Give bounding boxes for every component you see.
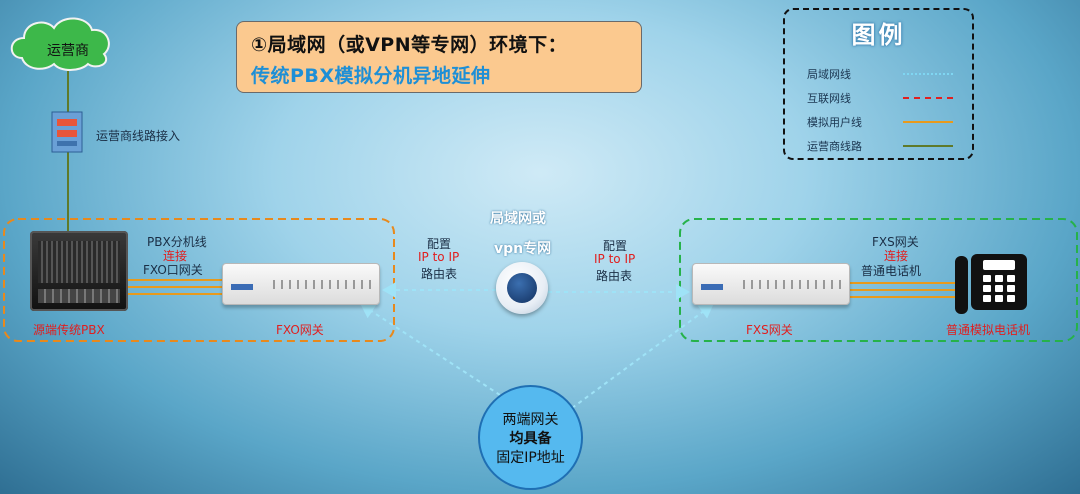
left-config-line1: 配置 bbox=[427, 237, 452, 251]
left-link-line3: FXO口网关 bbox=[143, 263, 203, 277]
cloud-icon bbox=[10, 17, 110, 71]
pbx-label: 源端传统PBX bbox=[33, 323, 105, 337]
right-link-line2: 连接 bbox=[884, 249, 909, 263]
legend: 图例 局域网线 互联网线 模拟用户线 运营商线路 bbox=[783, 8, 974, 160]
right-config-line1: 配置 bbox=[603, 239, 628, 253]
right-link-line1: FXS网关 bbox=[872, 235, 919, 249]
globe-icon bbox=[496, 262, 548, 314]
left-link-line2: 连接 bbox=[163, 249, 188, 263]
left-link-line1: PBX分机线 bbox=[147, 235, 207, 249]
legend-label-internet: 互联网线 bbox=[807, 92, 851, 105]
fxs-gateway-icon bbox=[692, 263, 850, 305]
network-label-line1: 局域网或 bbox=[490, 211, 546, 227]
phone-label: 普通模拟电话机 bbox=[946, 323, 1031, 337]
lan-line-circle-right bbox=[571, 303, 714, 409]
fixed-ip-requirement: 两端网关 均具备 固定IP地址 bbox=[478, 385, 583, 490]
right-config-line2: IP to IP bbox=[594, 252, 636, 266]
fxo-gateway-icon bbox=[222, 263, 380, 305]
pbx-device-icon bbox=[30, 231, 128, 311]
legend-line-carrier bbox=[903, 145, 953, 147]
left-config-line3: 路由表 bbox=[421, 267, 458, 281]
right-config-line3: 路由表 bbox=[596, 269, 633, 283]
firewall-icon bbox=[51, 111, 83, 153]
title-line2: 传统PBX模拟分机异地延伸 bbox=[251, 65, 491, 87]
legend-label-analog: 模拟用户线 bbox=[807, 116, 862, 129]
requirement-line1: 两端网关 bbox=[502, 412, 559, 428]
left-config-line2: IP to IP bbox=[418, 250, 460, 264]
fxs-gateway-label: FXS网关 bbox=[746, 323, 793, 337]
legend-label-carrier: 运营商线路 bbox=[807, 140, 862, 153]
lan-line-circle-left bbox=[360, 303, 501, 396]
requirement-line2: 均具备 bbox=[509, 431, 552, 447]
legend-label-lan: 局域网线 bbox=[807, 68, 851, 81]
title-box: ①局域网（或VPN等专网）环境下： 传统PBX模拟分机异地延伸 bbox=[236, 21, 642, 93]
left-site-zone bbox=[3, 218, 395, 342]
requirement-line3: 固定IP地址 bbox=[496, 450, 565, 466]
carrier-access-label: 运营商线路接入 bbox=[96, 129, 181, 143]
fxo-gateway-label: FXO网关 bbox=[276, 323, 324, 337]
right-site-zone bbox=[679, 218, 1078, 342]
legend-title: 图例 bbox=[851, 21, 906, 49]
network-label-line2: vpn专网 bbox=[494, 241, 552, 257]
legend-line-lan bbox=[903, 73, 953, 75]
right-link-line3: 普通电话机 bbox=[861, 264, 922, 278]
title-line1: ①局域网（或VPN等专网）环境下： bbox=[251, 34, 568, 56]
telephone-icon bbox=[955, 254, 1027, 314]
legend-line-internet bbox=[903, 97, 953, 99]
carrier-cloud-label: 运营商 bbox=[47, 43, 89, 59]
legend-line-analog bbox=[903, 121, 953, 123]
